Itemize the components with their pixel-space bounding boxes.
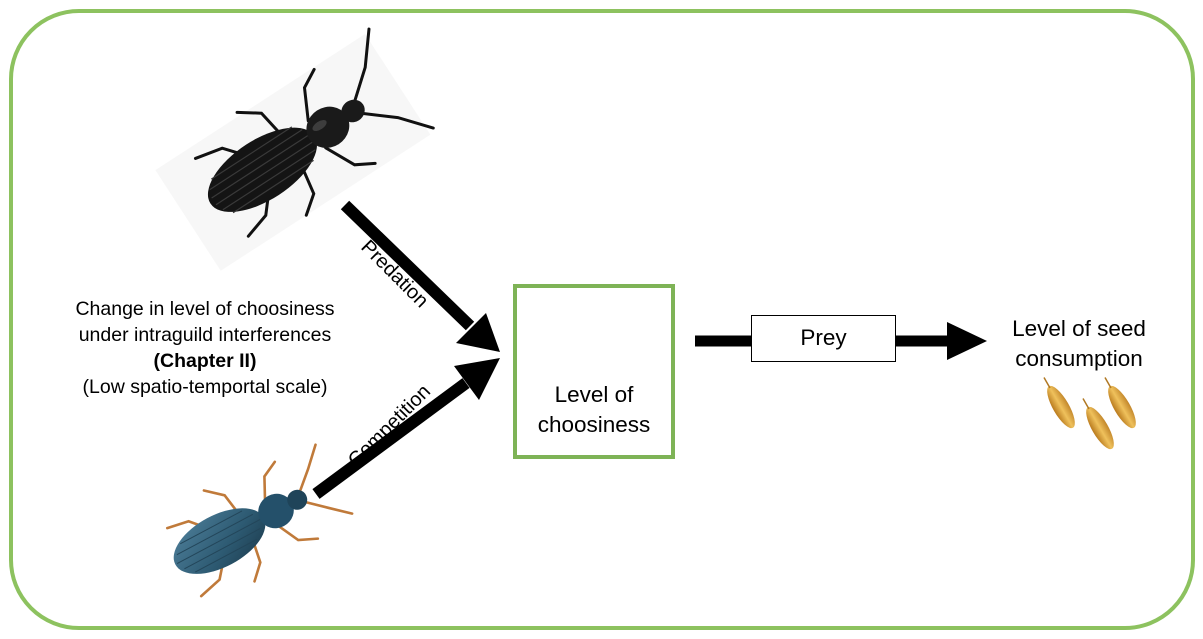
blue-ground-beetle-icon	[165, 443, 354, 598]
diagram-frame	[9, 9, 1195, 630]
choosiness-box: Level of choosiness	[513, 284, 675, 459]
choosiness-line-1: Level of	[554, 382, 634, 407]
choosiness-label: Level of choosiness	[517, 380, 671, 440]
caption-scale: (Low spatio-temportal scale)	[82, 376, 328, 398]
seed-consumption-line-2: consumption	[1015, 346, 1143, 371]
prey-arrow	[695, 322, 987, 360]
choosiness-line-2: choosiness	[537, 412, 651, 437]
seed-consumption-label: Level of seed consumption	[988, 314, 1170, 374]
competition-arrow	[312, 358, 500, 499]
seed-cluster-icon	[1043, 377, 1136, 450]
prey-box: Prey	[751, 315, 896, 362]
seed-consumption-line-1: Level of seed	[1012, 316, 1146, 341]
caption-line-2: under intraguild interferences	[78, 324, 332, 346]
predation-arrow	[340, 200, 500, 352]
caption-chapter: (Chapter II)	[153, 350, 257, 372]
caption-line-1: Change in level of choosiness	[75, 298, 335, 320]
chapter-caption: Change in level of choosiness under intr…	[40, 296, 370, 400]
black-ground-beetle-icon	[155, 27, 435, 271]
